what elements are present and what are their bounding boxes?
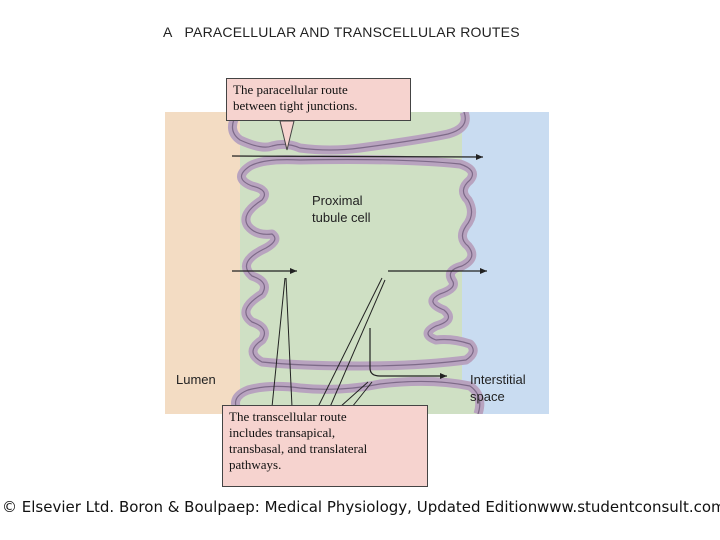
transcellular-callout-pointers	[271, 277, 386, 408]
cell-label-line1: Proximal	[312, 193, 363, 208]
panel-letter: A	[163, 24, 173, 40]
title-text: PARACELLULAR AND TRANSCELLULAR ROUTES	[184, 24, 520, 40]
transcellular-callout-line1: The transcellular route	[229, 409, 347, 424]
transcellular-callout: The transcellular route includes transap…	[222, 405, 428, 487]
interstitial-label-line1: Interstitial	[470, 372, 526, 387]
figure-title: A PARACELLULAR AND TRANSCELLULAR ROUTES	[163, 24, 520, 40]
paracellular-callout: The paracellular route between tight jun…	[226, 78, 411, 121]
website-link[interactable]: www.studentconsult.com	[537, 498, 720, 516]
paracellular-arrow	[231, 153, 484, 160]
paracellular-callout-line1: The paracellular route	[233, 82, 348, 97]
paracellular-callout-pointer	[279, 120, 295, 151]
cell-label-line2: tubule cell	[312, 210, 371, 225]
translateral-arrow	[369, 328, 447, 379]
interstitial-label-line2: space	[470, 389, 505, 404]
transcellular-callout-line2: includes transapical,	[229, 425, 336, 440]
paracellular-callout-line2: between tight junctions.	[233, 98, 358, 113]
lumen-label: Lumen	[176, 372, 216, 387]
interstitial-space-label: Interstitial space	[470, 371, 526, 405]
transcellular-callout-line3: transbasal, and translateral	[229, 441, 368, 456]
transcellular-callout-line4: pathways.	[229, 457, 282, 472]
proximal-tubule-cell-label: Proximal tubule cell	[312, 192, 371, 226]
interstitial-region	[462, 112, 549, 414]
copyright-text: © Elsevier Ltd. Boron & Boulpaep: Medica…	[2, 498, 538, 516]
